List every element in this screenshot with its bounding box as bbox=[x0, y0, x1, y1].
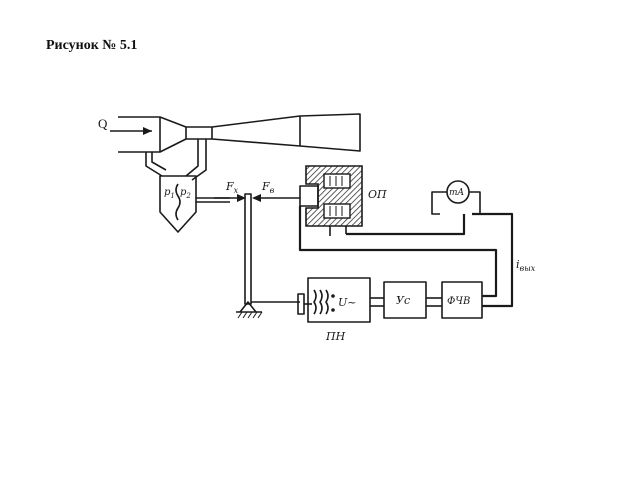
feedback-mechanism-label: ОП bbox=[368, 188, 387, 201]
converter-pn bbox=[297, 277, 384, 323]
feedback-wiring bbox=[298, 206, 514, 308]
flow-label: Q bbox=[98, 116, 108, 131]
output-current-label: iвых bbox=[516, 258, 536, 273]
force-fv-label: Fв bbox=[261, 180, 275, 195]
feedback-mechanism bbox=[299, 165, 363, 236]
force-fx-label: Fx bbox=[225, 180, 239, 195]
impulse-tubes bbox=[145, 139, 207, 181]
phase-rectifier bbox=[441, 281, 483, 319]
converter-label: ПН bbox=[325, 330, 346, 343]
amplifier bbox=[383, 281, 442, 319]
figure-caption: Рисунок № 5.1 bbox=[46, 38, 138, 53]
force-fx-arrow bbox=[214, 194, 246, 202]
amplifier-label: Ус bbox=[396, 294, 410, 307]
voltage-label: U~ bbox=[338, 296, 357, 309]
force-fv-arrow bbox=[252, 194, 300, 202]
venturi-tube bbox=[118, 113, 361, 153]
flow-arrow bbox=[110, 127, 152, 135]
p1-label: p1 bbox=[164, 187, 175, 200]
lever bbox=[236, 193, 300, 319]
p2-label: p2 bbox=[180, 187, 191, 200]
milliammeter-label: mA bbox=[449, 188, 465, 198]
pressure-sensor bbox=[159, 175, 230, 233]
phase-rectifier-label: ФЧВ bbox=[447, 296, 470, 307]
